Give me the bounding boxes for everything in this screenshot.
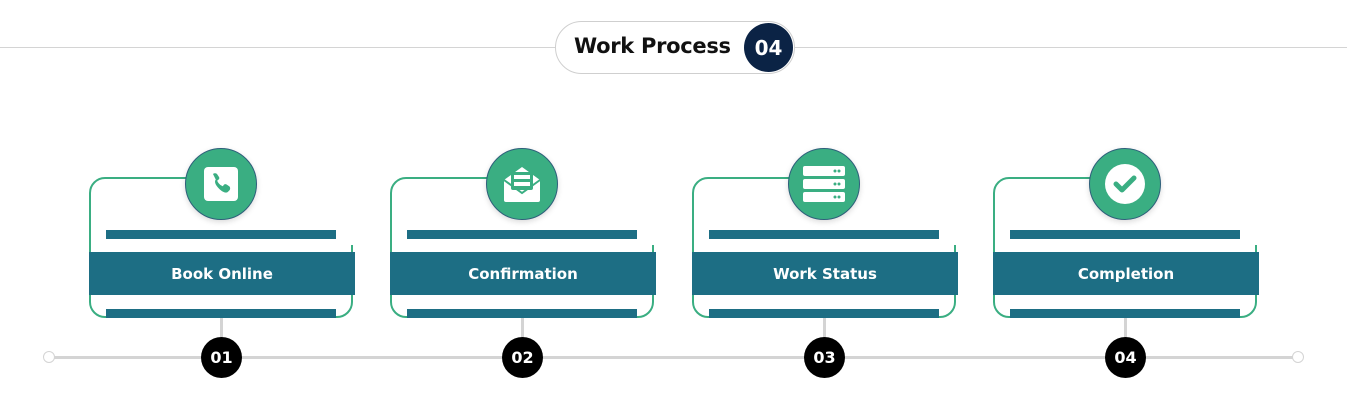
step-card-completion: Completion [993,148,1263,318]
decor-bar [407,309,637,318]
section-title: Work Process [574,34,731,58]
decor-bar [1010,309,1240,318]
step-label: Work Status [692,252,958,295]
connector [823,318,826,340]
server-stack-icon [788,148,860,220]
step-label: Confirmation [390,252,656,295]
step-count-badge: 04 [744,23,793,72]
decor-bar [709,309,939,318]
phone-icon [185,148,257,220]
connector [1124,318,1127,340]
step-label: Completion [993,252,1259,295]
decor-bar [106,230,336,239]
step-number-03: 03 [804,337,845,378]
timeline-track [48,356,1298,359]
decor-bar [106,309,336,318]
decor-bar [407,230,637,239]
step-number-01: 01 [201,337,242,378]
step-card-book-online: Book Online [89,148,359,318]
decor-bar [1010,230,1240,239]
step-label: Book Online [89,252,355,295]
open-envelope-icon [486,148,558,220]
timeline-end-dot [1292,351,1304,363]
step-number-04: 04 [1105,337,1146,378]
step-card-work-status: Work Status [692,148,962,318]
timeline-start-dot [43,351,55,363]
step-number-02: 02 [502,337,543,378]
step-card-confirmation: Confirmation [390,148,660,318]
section-title-pill: Work Process 04 [555,21,795,74]
decor-bar [709,230,939,239]
connector [220,318,223,340]
connector [521,318,524,340]
check-circle-icon [1089,148,1161,220]
